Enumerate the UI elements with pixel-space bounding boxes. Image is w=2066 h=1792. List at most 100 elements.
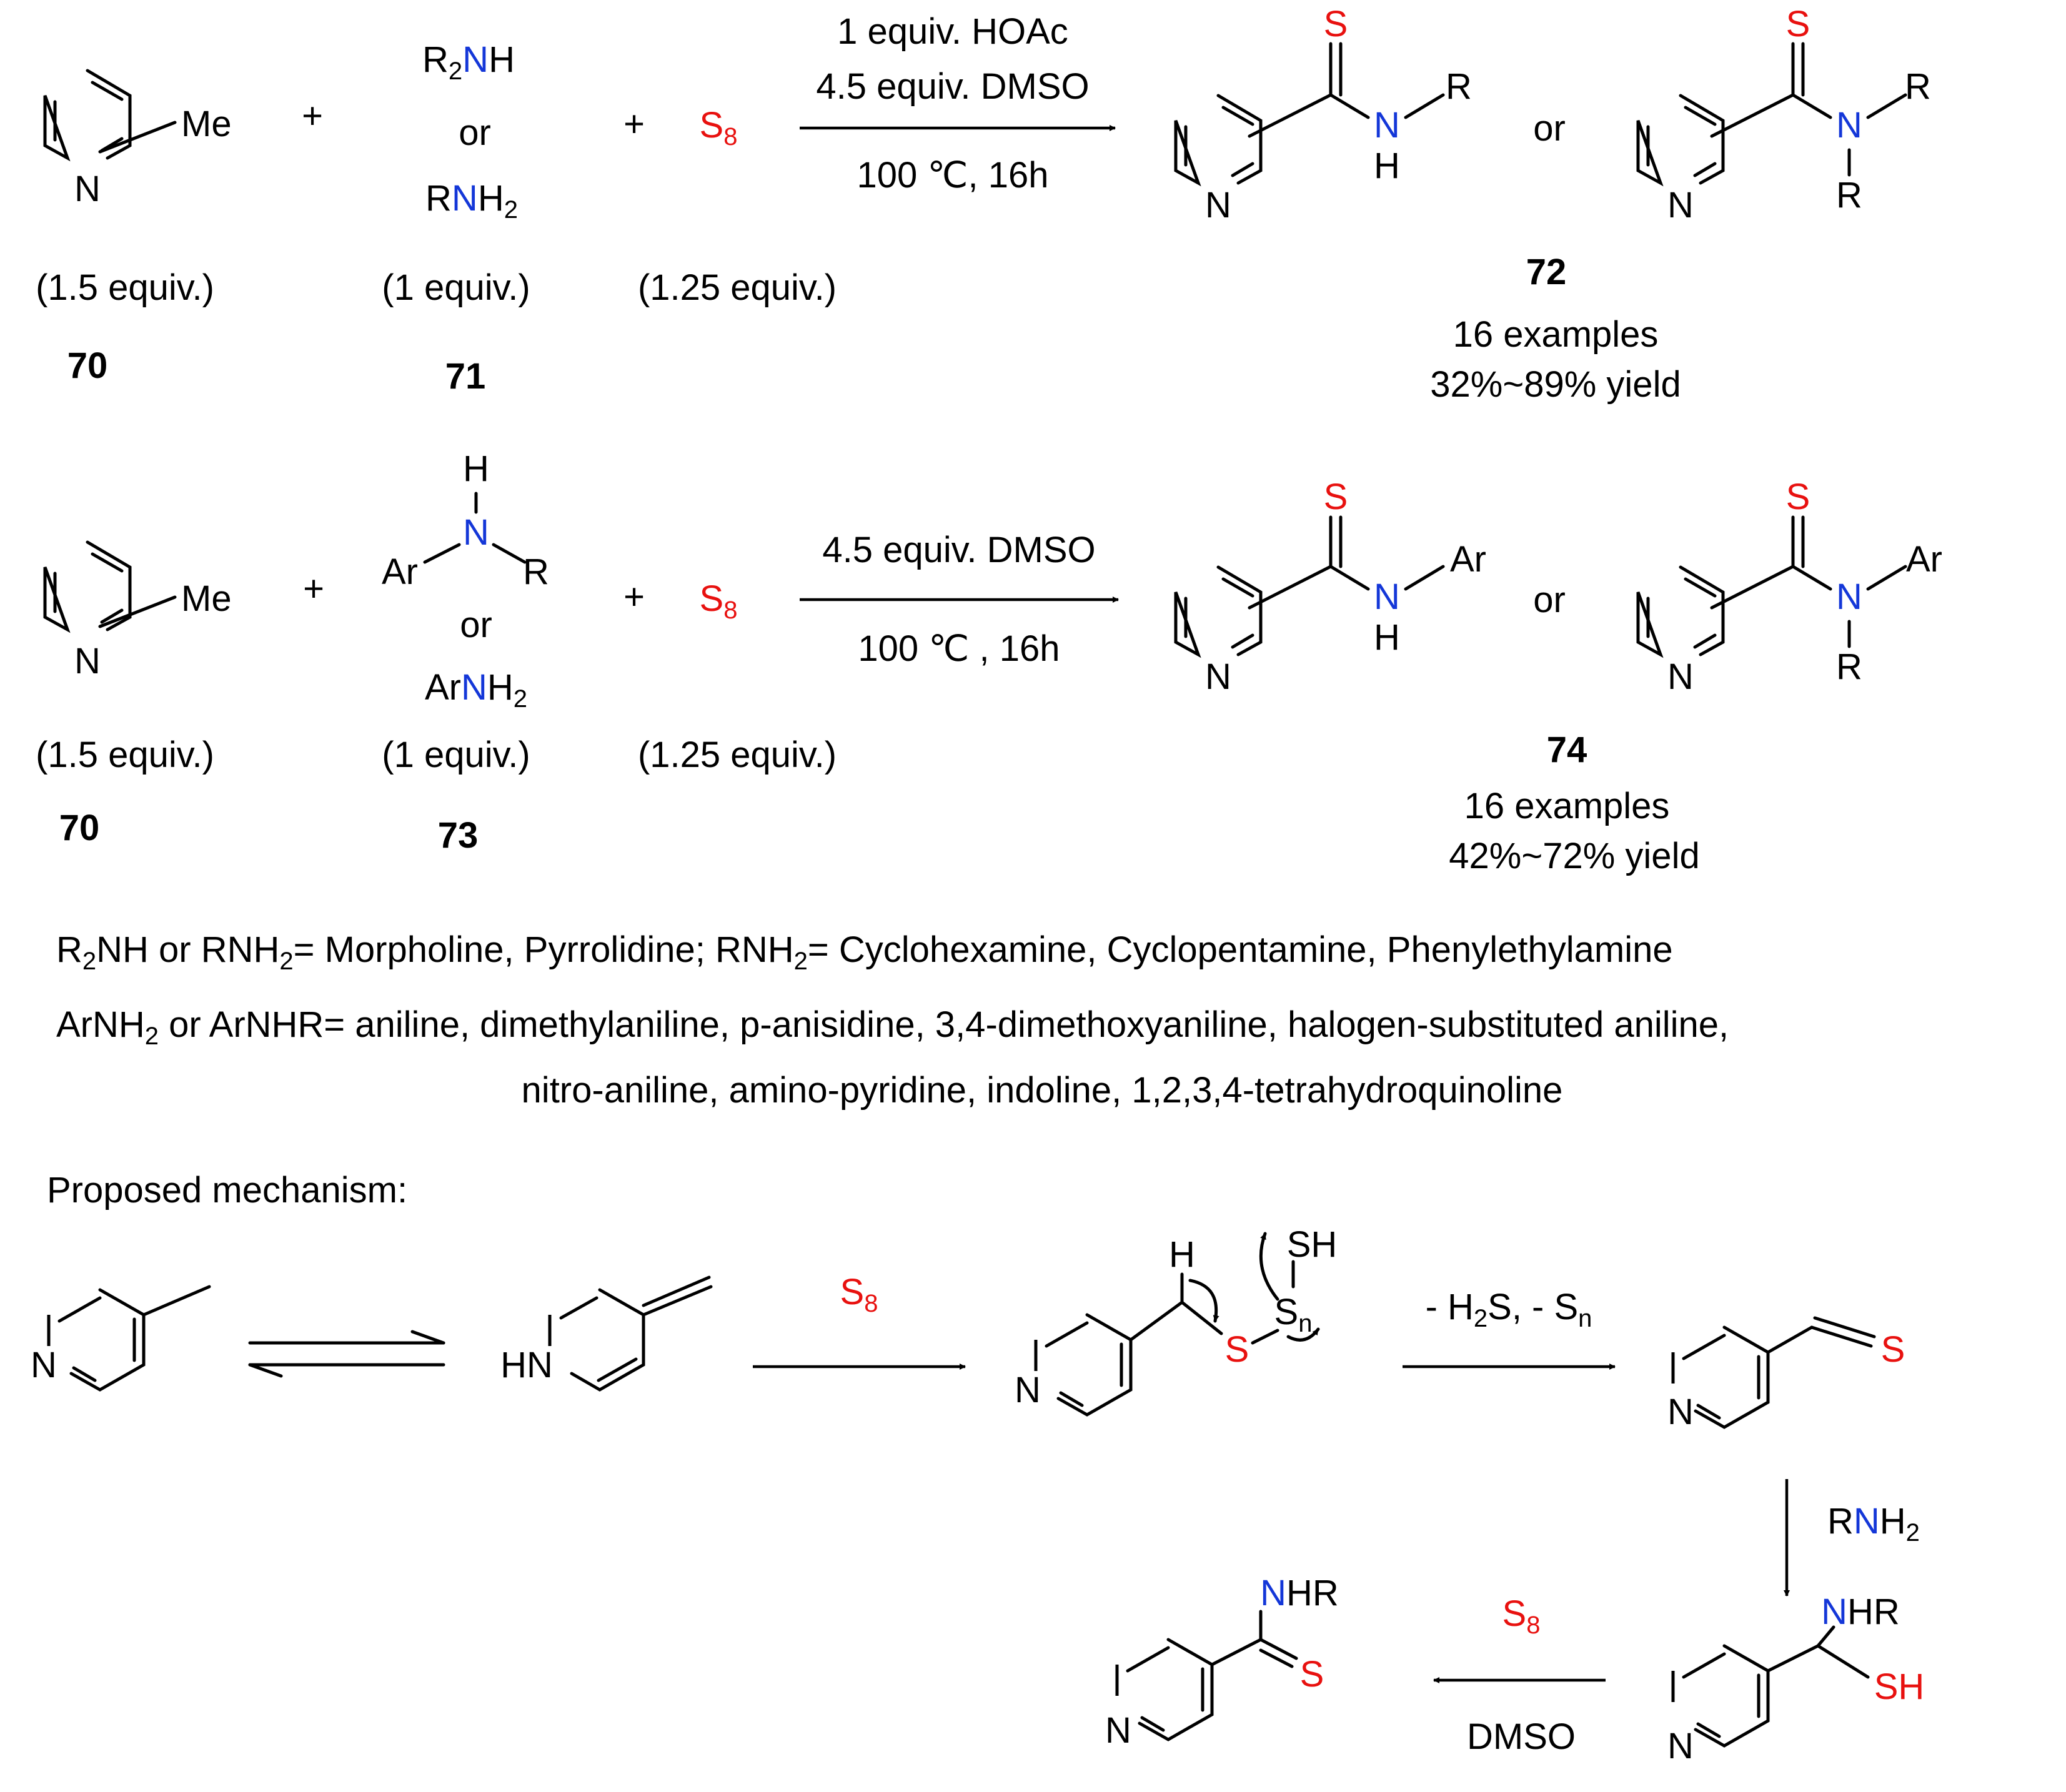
condition-temp-time: 100 ℃ , 16h — [858, 628, 1060, 669]
arnh2-label: ArNH2 — [425, 667, 527, 713]
s8-reagent: S8 — [1502, 1593, 1541, 1639]
condition-dmso: 4.5 equiv. DMSO — [816, 66, 1089, 107]
mech-polysulfide-intermediate: N H S SH Sn — [1015, 1224, 1338, 1417]
scope-note-amines: R2NH or RNH2= Morpholine, Pyrrolidine; R… — [56, 929, 1673, 975]
plus-sign-2: + — [623, 104, 645, 144]
or-label: or — [1533, 108, 1566, 149]
scope-note-arylamines-cont: nitro-aniline, amino-pyridine, indoline,… — [522, 1070, 1563, 1111]
mech-thioamide-product: N NHR S — [1105, 1573, 1339, 1751]
r2nh-label: R2NH — [422, 39, 515, 85]
equiv-73: (1 equiv.) — [382, 735, 530, 775]
equiv-70: (1.5 equiv.) — [36, 735, 214, 775]
mech-hemithioaminal: N NHR SH — [1667, 1592, 1924, 1766]
equiv-s8: (1.25 equiv.) — [638, 735, 837, 775]
compound-73: 73 — [438, 815, 479, 856]
s8-reagent: S8 — [700, 105, 738, 151]
r-group-bottom: R — [1836, 646, 1862, 687]
aryl-group: Ar — [382, 552, 418, 592]
aryl-group: Ar — [1450, 539, 1486, 580]
reaction-arrow-2: 4.5 equiv. DMSO 100 ℃ , 16h — [800, 530, 1119, 669]
product-74-tertiary-thioamide: N S N Ar R — [1636, 477, 1942, 697]
product-74-secondary-thioamide: N S N H Ar — [1174, 477, 1486, 697]
reaction-arrow-1: 1 equiv. HOAc 4.5 equiv. DMSO 100 ℃, 16h — [800, 11, 1116, 196]
thione-sulfur: S — [1300, 1654, 1324, 1695]
yield-72: 32%~89% yield — [1430, 364, 1681, 405]
amide-nitrogen: N — [1836, 577, 1862, 617]
r-group: R — [1446, 66, 1472, 107]
equiv-s8: (1.25 equiv.) — [638, 267, 837, 308]
thiol-group: SH — [1874, 1666, 1925, 1707]
pyridine-nitrogen: N — [1667, 1726, 1694, 1766]
rnh2-reagent: RNH2 — [1827, 1501, 1920, 1547]
product-72-secondary-thioamide: N S N H R — [1174, 4, 1472, 225]
pyridine-nitrogen: N — [1205, 185, 1231, 225]
or-label: or — [459, 112, 491, 153]
nhr-group: NHR — [1821, 1592, 1900, 1632]
r-group-top: R — [1905, 66, 1931, 107]
pyridine-nitrogen: N — [1205, 656, 1231, 697]
methylpyridine-70-row1: N Me — [43, 69, 232, 209]
thione-sulfur: S — [1324, 477, 1348, 517]
examples-72: 16 examples — [1453, 314, 1659, 355]
nh-label: HN — [500, 1345, 553, 1385]
amide-nitrogen: N — [1836, 105, 1862, 146]
mech-thioaldehyde: N S — [1667, 1316, 1905, 1432]
amine-nitrogen: N — [463, 512, 489, 553]
sulfur-atom: S — [1225, 1329, 1249, 1370]
condition-hoac: 1 equiv. HOAc — [837, 11, 1068, 52]
pyridine-nitrogen: N — [1015, 1370, 1041, 1410]
arylamine-73: H N Ar R or ArNH2 — [382, 448, 549, 713]
pyridine-nitrogen: N — [74, 169, 101, 209]
r-group-bottom: R — [1836, 175, 1862, 215]
product-72-tertiary-thioamide: N S N R R — [1636, 4, 1931, 225]
sulfurization-arrow: S8 — [753, 1272, 966, 1370]
thiol-group: SH — [1287, 1224, 1338, 1265]
equilibrium-arrows — [248, 1330, 445, 1378]
s8-reagent: S8 — [700, 578, 738, 624]
plus-sign-1: + — [302, 96, 323, 136]
compound-74: 74 — [1547, 730, 1587, 770]
amine-71: R2NH or RNH2 — [422, 39, 518, 224]
compound-70: 70 — [67, 345, 108, 386]
methyl-label: Me — [181, 104, 232, 144]
mechanism-title: Proposed mechanism: — [47, 1170, 407, 1210]
r-group: R — [523, 552, 549, 592]
plus-sign-4: + — [623, 577, 645, 617]
condition-dmso: 4.5 equiv. DMSO — [822, 530, 1095, 570]
thione-sulfur: S — [1881, 1329, 1905, 1370]
aryl-group: Ar — [1906, 539, 1942, 580]
examples-74: 16 examples — [1464, 786, 1670, 826]
pyridine-nitrogen: N — [1105, 1710, 1131, 1751]
amide-hydrogen: H — [1374, 146, 1400, 186]
nh-hydrogen: H — [463, 448, 489, 489]
pyridine-nitrogen: N — [1667, 185, 1694, 225]
plus-sign-3: + — [303, 568, 324, 609]
amide-nitrogen: N — [1374, 105, 1400, 146]
thione-sulfur: S — [1324, 4, 1348, 44]
pyridine-nitrogen: N — [1667, 656, 1694, 697]
pyridine-nitrogen: N — [1667, 1392, 1694, 1432]
s8-reagent: S8 — [840, 1272, 878, 1317]
compound-70: 70 — [59, 808, 100, 848]
equiv-71: (1 equiv.) — [382, 267, 530, 308]
condition-temp-time: 100 ℃, 16h — [857, 155, 1048, 196]
polysulfide-sn: Sn — [1274, 1292, 1313, 1337]
benzylic-hydrogen: H — [1169, 1234, 1195, 1275]
amine-addition-arrow: RNH2 — [1784, 1479, 1920, 1596]
rnh2-label: RNH2 — [425, 178, 518, 224]
equiv-70: (1.5 equiv.) — [36, 267, 214, 308]
methylpyridine-70-row2: N Me — [43, 540, 232, 681]
amide-nitrogen: N — [1374, 577, 1400, 617]
or-label: or — [460, 605, 492, 645]
compound-72: 72 — [1526, 252, 1567, 292]
dmso-solvent: DMSO — [1467, 1716, 1576, 1757]
thione-sulfur: S — [1786, 4, 1810, 44]
pyridine-nitrogen: N — [74, 641, 101, 681]
pyridine-nitrogen: N — [31, 1345, 57, 1385]
amide-hydrogen: H — [1374, 617, 1400, 658]
methyl-label: Me — [181, 578, 232, 619]
thione-sulfur: S — [1786, 477, 1810, 517]
or-label: or — [1533, 580, 1566, 620]
mech-methylene-dihydropyridine: HN — [500, 1275, 713, 1392]
